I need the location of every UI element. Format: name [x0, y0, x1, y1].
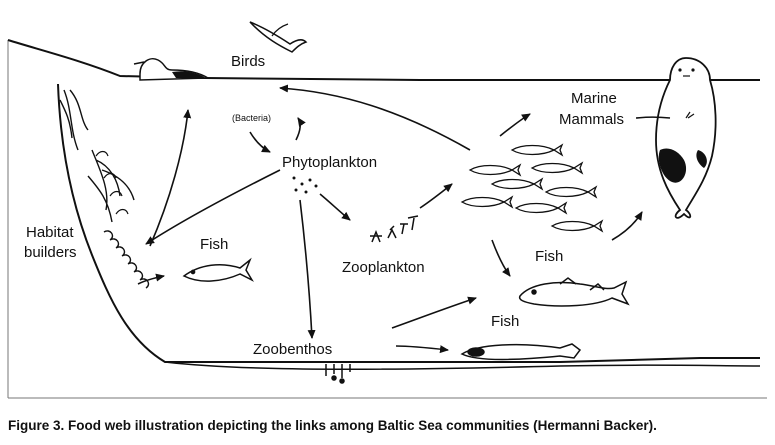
- arrow-zooplankton-to-birds: [279, 84, 471, 151]
- label-bacteria: (Bacteria): [232, 113, 272, 123]
- duck-icon: [133, 58, 211, 81]
- arrow-fish-school-to-mammals: [499, 113, 531, 137]
- label-fish-right: Fish: [535, 248, 564, 265]
- food-web-diagram: [7, 21, 767, 399]
- zoobenthos-icon: [325, 364, 351, 384]
- label-zooplankton: Zooplankton: [342, 259, 425, 276]
- label-fish-left: Fish: [200, 236, 229, 253]
- figure-number: Figure 3.: [8, 418, 65, 433]
- arrow-zoobenthos-to-cod: [391, 296, 477, 329]
- water-surface-line: [7, 39, 760, 81]
- label-birds: Birds: [231, 53, 266, 70]
- arrow-phytoplankton-to-zoobenthos: [299, 199, 316, 339]
- arrow-fish-to-seal: [611, 211, 643, 241]
- mussel-bed-icon: [103, 230, 150, 289]
- seabed-line: [164, 361, 761, 371]
- fish-school-icon: [460, 143, 604, 233]
- coastline-slope: [57, 83, 760, 363]
- arrow-zooplankton-to-fish-school: [419, 183, 453, 209]
- arrow-habitat-to-birds: [149, 109, 192, 247]
- phytoplankton-dots-icon: [292, 176, 318, 194]
- figure-caption: Figure 3. Food web illustration depictin…: [8, 418, 657, 433]
- label-habitat-line1: Habitat: [26, 224, 74, 241]
- arrow-fish-school-to-cod: [491, 239, 511, 277]
- arrow-phytoplankton-to-habitat: [145, 169, 281, 245]
- arrow-phytoplankton-to-bacteria: [295, 117, 306, 141]
- cod-fish-icon: [518, 277, 630, 307]
- herring-fish-icon: [182, 257, 254, 282]
- flying-bird-icon: [249, 21, 308, 53]
- label-phytoplankton: Phytoplankton: [282, 154, 378, 171]
- arrow-bacteria-to-phytoplankton: [249, 131, 271, 153]
- arrow-habitat-to-fish: [137, 273, 165, 285]
- arrow-phytoplankton-to-zooplankton: [319, 193, 351, 221]
- label-marine-mammals-line2: Mammals: [559, 111, 625, 128]
- label-marine-mammals-line1: Marine: [571, 90, 617, 107]
- label-fish-bottom: Fish: [491, 313, 520, 330]
- seal-icon: [635, 57, 717, 219]
- arrow-zoobenthos-to-flatfish: [395, 345, 449, 354]
- food-web-arrows: [137, 84, 643, 354]
- flatfish-icon: [460, 343, 582, 361]
- label-habitat-line2: builders: [24, 244, 77, 261]
- figure-caption-text: Food web illustration depicting the link…: [64, 418, 657, 433]
- zooplankton-icon: [370, 215, 419, 243]
- seaweed-icon: [59, 89, 135, 223]
- label-zoobenthos: Zoobenthos: [253, 341, 333, 358]
